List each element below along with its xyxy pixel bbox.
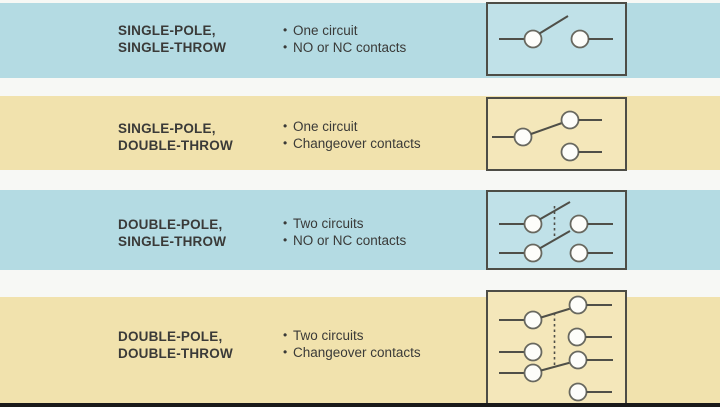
bullet-icon: • bbox=[283, 40, 288, 54]
dpst-pole-1 bbox=[499, 201, 613, 234]
bullet-text: Two circuits bbox=[293, 328, 364, 343]
spst-pole bbox=[499, 15, 613, 49]
terminal-circle bbox=[570, 29, 590, 49]
bullet-item: • NO or NC contacts bbox=[283, 39, 406, 56]
switch-lever bbox=[538, 15, 569, 35]
dpdt-symbol-box bbox=[486, 290, 627, 407]
row-label-line2: SINGLE-THROW bbox=[118, 234, 227, 249]
dpst-pole-2 bbox=[499, 230, 613, 263]
terminal-circle bbox=[567, 327, 587, 347]
terminal-circle bbox=[560, 142, 580, 162]
terminal-circle bbox=[568, 382, 588, 402]
row-bullets-dpst: • Two circuits • NO or NC contacts bbox=[283, 215, 406, 249]
switch-lever bbox=[539, 201, 571, 221]
bullet-text: Changeover contacts bbox=[293, 345, 421, 360]
terminal-circle bbox=[569, 243, 589, 263]
common-terminal-circle bbox=[513, 127, 533, 147]
bullet-text: NO or NC contacts bbox=[293, 233, 407, 248]
bullet-icon: • bbox=[283, 23, 288, 37]
switch-lever bbox=[540, 361, 571, 372]
switch-lever bbox=[530, 122, 563, 135]
spdt-switch-symbol-icon bbox=[492, 110, 602, 162]
bullet-item: • Two circuits bbox=[283, 327, 421, 344]
common-terminal-circle bbox=[523, 310, 543, 330]
terminal-circle bbox=[523, 214, 543, 234]
dpst-symbol-box bbox=[486, 190, 627, 270]
dpdt-pole-1 bbox=[499, 295, 612, 347]
terminal-circle bbox=[523, 29, 543, 49]
row-label-spst: SINGLE-POLE, SINGLE-THROW bbox=[118, 22, 226, 56]
bullet-icon: • bbox=[283, 216, 288, 230]
terminal-circle bbox=[568, 350, 588, 370]
row-label-line2: DOUBLE-THROW bbox=[118, 138, 233, 153]
row-label-dpst: DOUBLE-POLE, SINGLE-THROW bbox=[118, 216, 226, 250]
bullet-item: • Changeover contacts bbox=[283, 135, 421, 152]
row-bullets-dpdt: • Two circuits • Changeover contacts bbox=[283, 327, 421, 361]
row-label-spdt: SINGLE-POLE, DOUBLE-THROW bbox=[118, 120, 233, 154]
bottom-crop-bar bbox=[0, 403, 720, 407]
bullet-icon: • bbox=[283, 119, 288, 133]
bullet-text: One circuit bbox=[293, 119, 358, 134]
bullet-item: • One circuit bbox=[283, 22, 406, 39]
bullet-item: • One circuit bbox=[283, 118, 421, 135]
terminal-circle bbox=[523, 243, 543, 263]
bullet-icon: • bbox=[283, 136, 288, 150]
dpdt-pole-2 bbox=[499, 350, 613, 402]
bullet-icon: • bbox=[283, 328, 288, 342]
switch-lever bbox=[540, 307, 571, 319]
terminal-circle bbox=[569, 214, 589, 234]
bullet-item: • Changeover contacts bbox=[283, 344, 421, 361]
dpdt-switch-symbol-icon bbox=[499, 295, 613, 402]
dpst-switch-symbol-icon bbox=[499, 201, 613, 263]
row-label-line1: DOUBLE-POLE, bbox=[118, 217, 223, 232]
row-bullets-spst: • One circuit • NO or NC contacts bbox=[283, 22, 406, 56]
bullet-icon: • bbox=[283, 233, 288, 247]
bullet-text: Two circuits bbox=[293, 216, 364, 231]
terminal-circle bbox=[560, 110, 580, 130]
bullet-item: • Two circuits bbox=[283, 215, 406, 232]
row-label-line2: SINGLE-THROW bbox=[118, 40, 227, 55]
bullet-text: NO or NC contacts bbox=[293, 40, 407, 55]
common-terminal-circle bbox=[523, 363, 543, 383]
spdt-symbol-box bbox=[486, 97, 627, 171]
row-bullets-spdt: • One circuit • Changeover contacts bbox=[283, 118, 421, 152]
bullet-text: One circuit bbox=[293, 23, 358, 38]
spst-switch-symbol-icon bbox=[499, 15, 613, 49]
terminal-circle bbox=[523, 342, 543, 362]
row-label-line1: SINGLE-POLE, bbox=[118, 121, 216, 136]
dpdt-middle-terminal bbox=[499, 342, 543, 362]
bullet-text: Changeover contacts bbox=[293, 136, 421, 151]
bullet-icon: • bbox=[283, 345, 288, 359]
row-label-dpdt: DOUBLE-POLE, DOUBLE-THROW bbox=[118, 328, 233, 362]
row-label-line1: SINGLE-POLE, bbox=[118, 23, 216, 38]
bullet-item: • NO or NC contacts bbox=[283, 232, 406, 249]
terminal-circle bbox=[568, 295, 588, 315]
spdt-pole bbox=[492, 110, 602, 162]
switch-lever bbox=[539, 230, 571, 250]
row-label-line2: DOUBLE-THROW bbox=[118, 346, 233, 361]
row-label-line1: DOUBLE-POLE, bbox=[118, 329, 223, 344]
